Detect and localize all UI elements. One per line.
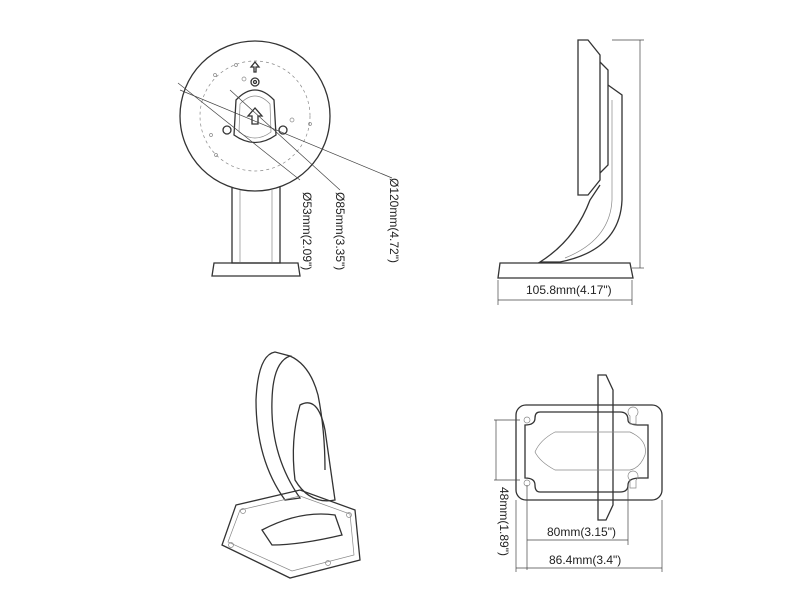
diameter-85-label: Ø85mm(3.35") [333, 192, 347, 270]
hole-height-label: 48mm(1.89") [497, 487, 511, 556]
side-view [497, 39, 644, 305]
perspective-view [221, 351, 361, 579]
diameter-53-label: Ø53mm(2.09") [300, 192, 314, 270]
base-width-label: 86.4mm(3.4") [549, 553, 621, 567]
depth-label: 105.8mm(4.17") [526, 283, 612, 297]
bottom-view [494, 374, 663, 572]
front-view [177, 40, 393, 277]
hole-width-label: 80mm(3.15") [547, 525, 616, 539]
diameter-120-label: Ø120mm(4.72") [387, 178, 401, 263]
